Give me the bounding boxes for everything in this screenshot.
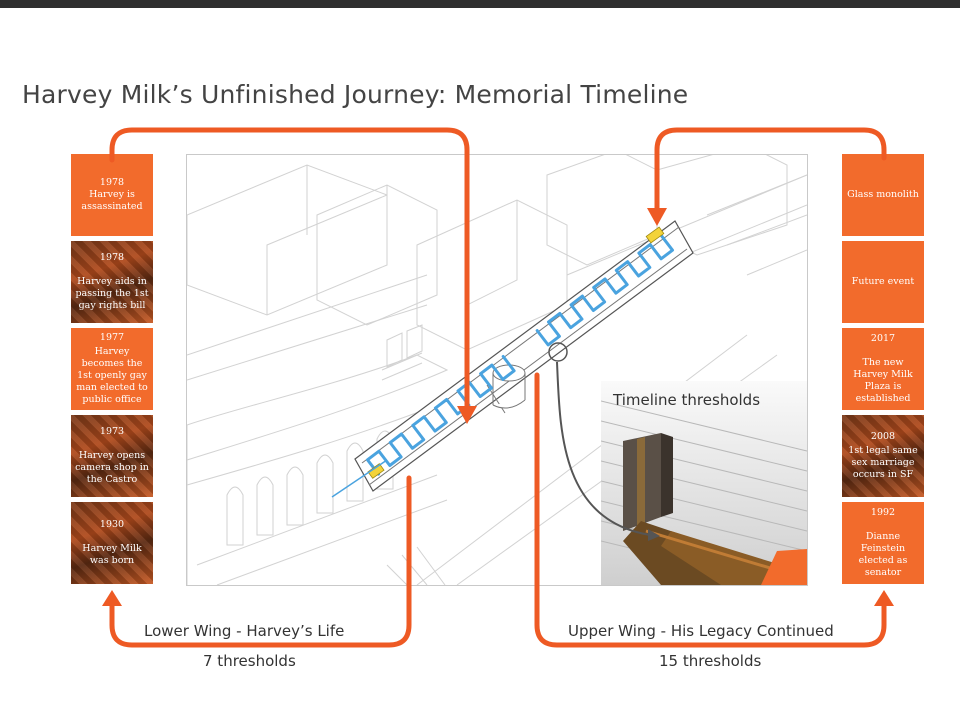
card-text: 1st legal same sex marriage occurs in SF <box>848 445 918 480</box>
card-text: The new Harvey Milk Plaza is established <box>853 357 913 404</box>
lower-wing-count: 7 thresholds <box>203 652 296 670</box>
upper-wing-count: 15 thresholds <box>659 652 762 670</box>
right-card-4: 2008 1st legal same sex marriage occurs … <box>842 415 924 497</box>
left-card-5: 1930 Harvey Milk was born <box>71 502 153 584</box>
left-card-1: 1978 Harvey is assassinated <box>71 154 153 236</box>
card-year: 1978 <box>99 252 125 263</box>
threshold-detail-inset <box>601 381 807 585</box>
card-year: 1992 <box>870 507 896 518</box>
card-year: 1973 <box>99 426 125 437</box>
card-year: 2008 <box>870 431 896 442</box>
card-text: Harvey opens camera shop in the Castro <box>75 450 149 485</box>
right-card-2: Future event <box>842 241 924 323</box>
card-text: Harvey Milk was born <box>82 543 142 566</box>
card-text: Harvey is assassinated <box>81 189 143 212</box>
left-card-3: 1977 Harvey becomes the 1st openly gay m… <box>71 328 153 410</box>
card-text: Harvey becomes the 1st openly gay man el… <box>76 346 148 405</box>
card-text: Future event <box>851 276 915 287</box>
right-card-5: 1992 Dianne Feinstein elected as senator <box>842 502 924 584</box>
page-title: Harvey Milk’s Unfinished Journey: Memori… <box>22 80 689 109</box>
right-card-1: Glass monolith <box>842 154 924 236</box>
left-card-4: 1973 Harvey opens camera shop in the Cas… <box>71 415 153 497</box>
card-year: 2017 <box>870 333 896 344</box>
card-text: Harvey aids in passing the 1st gay right… <box>75 276 149 311</box>
left-card-2: 1978 Harvey aids in passing the 1st gay … <box>71 241 153 323</box>
card-text: Glass monolith <box>847 189 919 200</box>
site-plan-drawing: Timeline thresholds <box>186 154 808 586</box>
card-year: 1978 <box>99 177 125 188</box>
inset-title: Timeline thresholds <box>613 391 761 409</box>
right-card-3: 2017 The new Harvey Milk Plaza is establ… <box>842 328 924 410</box>
upper-wing-label: Upper Wing - His Legacy Continued <box>568 622 834 640</box>
card-text: Dianne Feinstein elected as senator <box>858 531 908 578</box>
top-bar <box>0 0 960 8</box>
card-year: 1977 <box>99 332 125 343</box>
lower-wing-label: Lower Wing - Harvey’s Life <box>144 622 345 640</box>
card-year: 1930 <box>99 519 125 530</box>
